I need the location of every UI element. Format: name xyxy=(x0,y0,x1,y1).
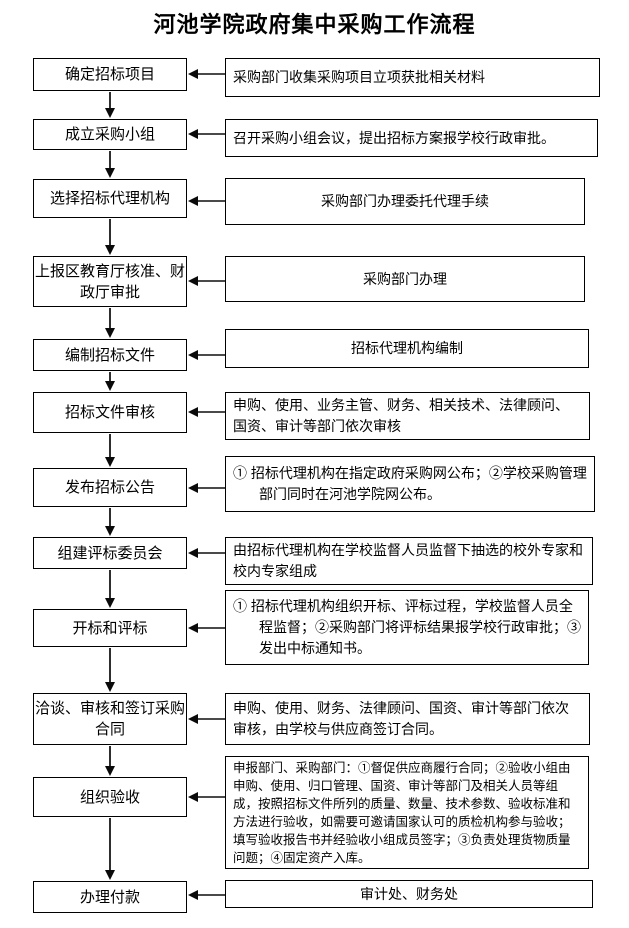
note-box-8: 由招标代理机构在学校监督人员监督下抽选的校外专家和校内专家组成 xyxy=(225,537,593,585)
step-label-10: 洽谈、审核和签订采购合同 xyxy=(34,700,185,738)
h-arrow-connector-6 xyxy=(188,407,225,417)
arrowhead-down-icon xyxy=(105,108,115,118)
step-label-8: 组建评标委员会 xyxy=(57,544,163,562)
arrowhead-left-icon xyxy=(188,890,198,900)
v-arrow-connector-11 xyxy=(105,818,115,880)
arrowhead-left-icon xyxy=(188,407,198,417)
step-label-1: 确定招标项目 xyxy=(64,66,155,83)
step-box-4: 上报区教育厅核准、财政厅审批 xyxy=(33,256,187,307)
note-box-5: 招标代理机构编制 xyxy=(225,329,589,368)
h-arrow-connector-2 xyxy=(188,129,225,139)
arrowhead-left-icon xyxy=(188,483,198,493)
v-arrow-connector-4 xyxy=(105,308,115,338)
note-box-11: 申报部门、采购部门：①督促供应商履行合同；②验收小组由申购、使用、归口管理、国资… xyxy=(225,756,589,869)
note-text-4: 采购部门办理 xyxy=(363,270,447,287)
step-box-3: 选择招标代理机构 xyxy=(33,179,187,218)
note-box-4: 采购部门办理 xyxy=(225,256,585,302)
h-arrow-connector-8 xyxy=(188,548,225,558)
arrowhead-down-icon xyxy=(105,598,115,608)
arrowhead-left-icon xyxy=(188,623,198,633)
arrowhead-left-icon xyxy=(188,129,198,139)
note-box-9: ① 招标代理机构组织开标、评标过程，学校监督人员全程监督；②采购部门将评标结果报… xyxy=(225,590,589,665)
note-text-2: 召开采购小组会议，提出招标方案报学校行政审批。 xyxy=(233,129,555,146)
arrowhead-down-icon xyxy=(105,457,115,467)
arrowhead-left-icon xyxy=(188,548,198,558)
step-box-11: 组织验收 xyxy=(33,777,187,817)
note-text-6: 申购、使用、业务主管、财务、相关技术、法律顾问、国资、审计等部门依次审核 xyxy=(233,397,569,434)
note-text-10: 申购、使用、财务、法律顾问、国资、审计等部门依次审核，由学校与供应商签订合同。 xyxy=(233,700,569,737)
v-arrow-connector-6 xyxy=(105,434,115,467)
h-arrow-connector-5 xyxy=(188,350,225,360)
note-box-6: 申购、使用、业务主管、财务、相关技术、法律顾问、国资、审计等部门依次审核 xyxy=(225,392,590,440)
note-box-2: 召开采购小组会议，提出招标方案报学校行政审批。 xyxy=(225,119,598,157)
v-arrow-connector-2 xyxy=(105,151,115,178)
arrowhead-down-icon xyxy=(105,526,115,536)
note-box-10: 申购、使用、财务、法律顾问、国资、审计等部门依次审核，由学校与供应商签订合同。 xyxy=(225,693,590,745)
step-label-7: 发布招标公告 xyxy=(64,479,155,496)
note-text-12: 审计处、财务处 xyxy=(360,885,458,902)
step-box-12: 办理付款 xyxy=(33,881,187,913)
step-label-11: 组织验收 xyxy=(79,788,140,806)
step-box-1: 确定招标项目 xyxy=(33,58,187,91)
v-arrow-connector-3 xyxy=(105,219,115,255)
step-box-6: 招标文件审核 xyxy=(33,392,187,433)
h-arrow-connector-10 xyxy=(188,714,225,724)
step-label-12: 办理付款 xyxy=(79,888,140,906)
arrowhead-left-icon xyxy=(188,196,198,206)
h-arrow-connector-7 xyxy=(188,483,225,493)
h-arrow-connector-9 xyxy=(188,623,225,633)
note-text-5: 招标代理机构编制 xyxy=(351,340,463,356)
v-arrow-connector-5 xyxy=(105,372,115,391)
h-arrow-connector-1 xyxy=(188,69,225,79)
note-box-12: 审计处、财务处 xyxy=(225,880,593,908)
step-box-8: 组建评标委员会 xyxy=(33,537,187,569)
v-arrow-connector-9 xyxy=(105,648,115,692)
step-box-9: 开标和评标 xyxy=(33,609,187,647)
note-text-1: 采购部门收集采购项目立项获批相关材料 xyxy=(233,69,485,85)
arrowhead-down-icon xyxy=(105,682,115,692)
note-text-8: 由招标代理机构在学校监督人员监督下抽选的校外专家和校内专家组成 xyxy=(233,542,583,579)
note-box-1: 采购部门收集采购项目立项获批相关材料 xyxy=(225,58,600,97)
arrowhead-left-icon xyxy=(188,714,198,724)
arrowhead-down-icon xyxy=(105,381,115,391)
h-arrow-connector-12 xyxy=(188,890,225,900)
arrowhead-down-icon xyxy=(105,245,115,255)
arrowhead-left-icon xyxy=(188,276,198,286)
v-arrow-connector-1 xyxy=(105,92,115,118)
arrowhead-down-icon xyxy=(105,870,115,880)
arrowhead-down-icon xyxy=(105,168,115,178)
flow-title: 河池学院政府集中采购工作流程 xyxy=(153,12,476,37)
step-box-5: 编制招标文件 xyxy=(33,339,187,371)
step-label-5: 编制招标文件 xyxy=(64,346,155,364)
step-box-7: 发布招标公告 xyxy=(33,468,187,507)
note-box-7: ① 招标代理机构在指定政府采购网公布；②学校采购管理部门同时在河池学院网公布。 xyxy=(225,456,595,512)
step-label-6: 招标文件审核 xyxy=(64,404,155,421)
arrowhead-left-icon xyxy=(188,69,198,79)
note-text-11: 申报部门、采购部门：①督促供应商履行合同；②验收小组由申购、使用、归口管理、国资… xyxy=(233,760,571,865)
h-arrow-connector-3 xyxy=(188,196,225,206)
v-arrow-connector-8 xyxy=(105,570,115,608)
arrowhead-left-icon xyxy=(188,350,198,360)
h-arrow-connector-11 xyxy=(188,792,225,802)
arrowhead-down-icon xyxy=(105,766,115,776)
step-box-10: 洽谈、审核和签订采购合同 xyxy=(33,693,187,745)
step-label-9: 开标和评标 xyxy=(72,619,148,637)
note-text-3: 采购部门办理委托代理手续 xyxy=(321,193,489,209)
step-label-4: 上报区教育厅核准、财政厅审批 xyxy=(34,262,185,301)
step-label-2: 成立采购小组 xyxy=(64,126,155,143)
h-arrow-connector-4 xyxy=(188,276,225,286)
note-text-7: ① 招标代理机构在指定政府采购网公布；②学校采购管理部门同时在河池学院网公布。 xyxy=(233,465,587,502)
step-label-3: 选择招标代理机构 xyxy=(49,190,170,207)
arrowhead-left-icon xyxy=(188,792,198,802)
note-box-3: 采购部门办理委托代理手续 xyxy=(225,178,585,225)
v-arrow-connector-7 xyxy=(105,508,115,536)
v-arrow-connector-10 xyxy=(105,746,115,776)
note-text-9: ① 招标代理机构组织开标、评标过程，学校监督人员全程监督；②采购部门将评标结果报… xyxy=(233,598,581,656)
arrowhead-down-icon xyxy=(105,328,115,338)
step-box-2: 成立采购小组 xyxy=(33,119,187,150)
